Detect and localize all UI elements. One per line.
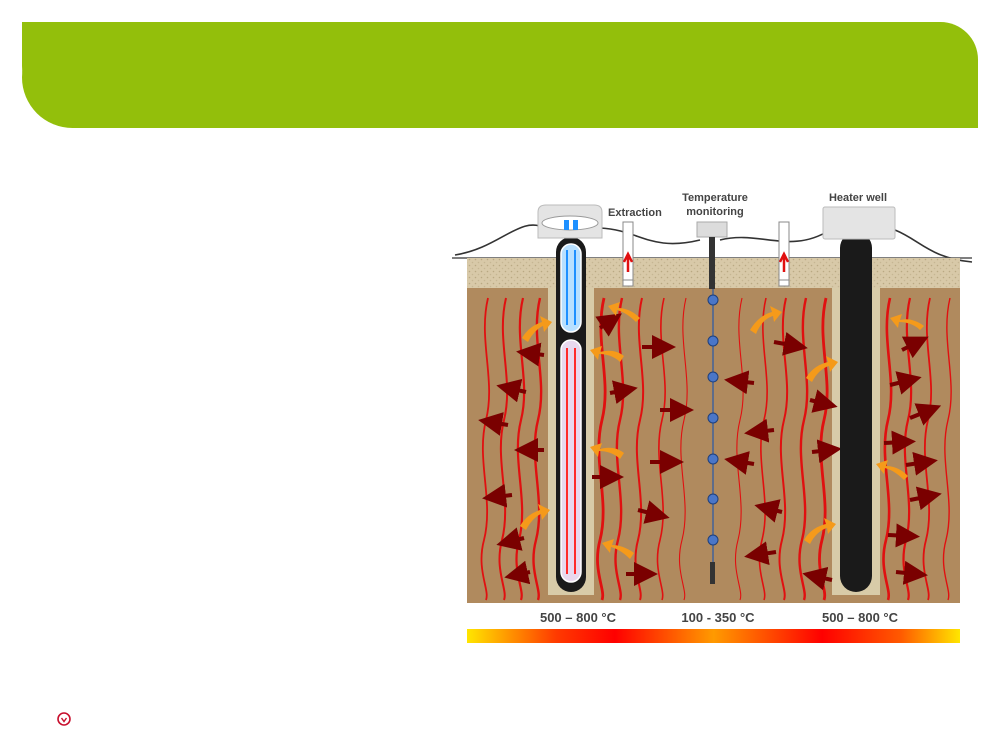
label-temperature: Temperature xyxy=(682,192,748,204)
vapor-flow-arrows xyxy=(520,302,924,559)
left-well-lower-element xyxy=(560,339,582,583)
header-banner xyxy=(22,22,978,128)
surface-cable xyxy=(454,224,973,263)
label-extraction: Extraction xyxy=(608,207,662,219)
right-wellhead-cap xyxy=(822,206,896,240)
temp-zone-right: 500 – 800 °C xyxy=(822,610,899,625)
monitoring-wellhead xyxy=(696,221,728,238)
right-heater-well xyxy=(840,232,872,592)
left-well-upper-element xyxy=(560,243,582,333)
extraction-well-right xyxy=(778,221,790,287)
temperature-sensors xyxy=(707,294,719,546)
logo-icon xyxy=(57,712,71,726)
label-monitoring: monitoring xyxy=(686,206,743,218)
monitoring-casing xyxy=(709,237,715,289)
temp-zone-middle: 100 - 350 °C xyxy=(681,610,755,625)
extraction-well-left xyxy=(622,221,634,287)
temperature-gradient-bar xyxy=(467,629,960,643)
label-heater-well: Heater well xyxy=(829,192,887,204)
thermal-remediation-diagram: Extraction Temperature monitoring Heater… xyxy=(452,192,973,643)
temp-zone-left: 500 – 800 °C xyxy=(540,610,617,625)
heat-flow-arrows xyxy=(478,313,942,591)
